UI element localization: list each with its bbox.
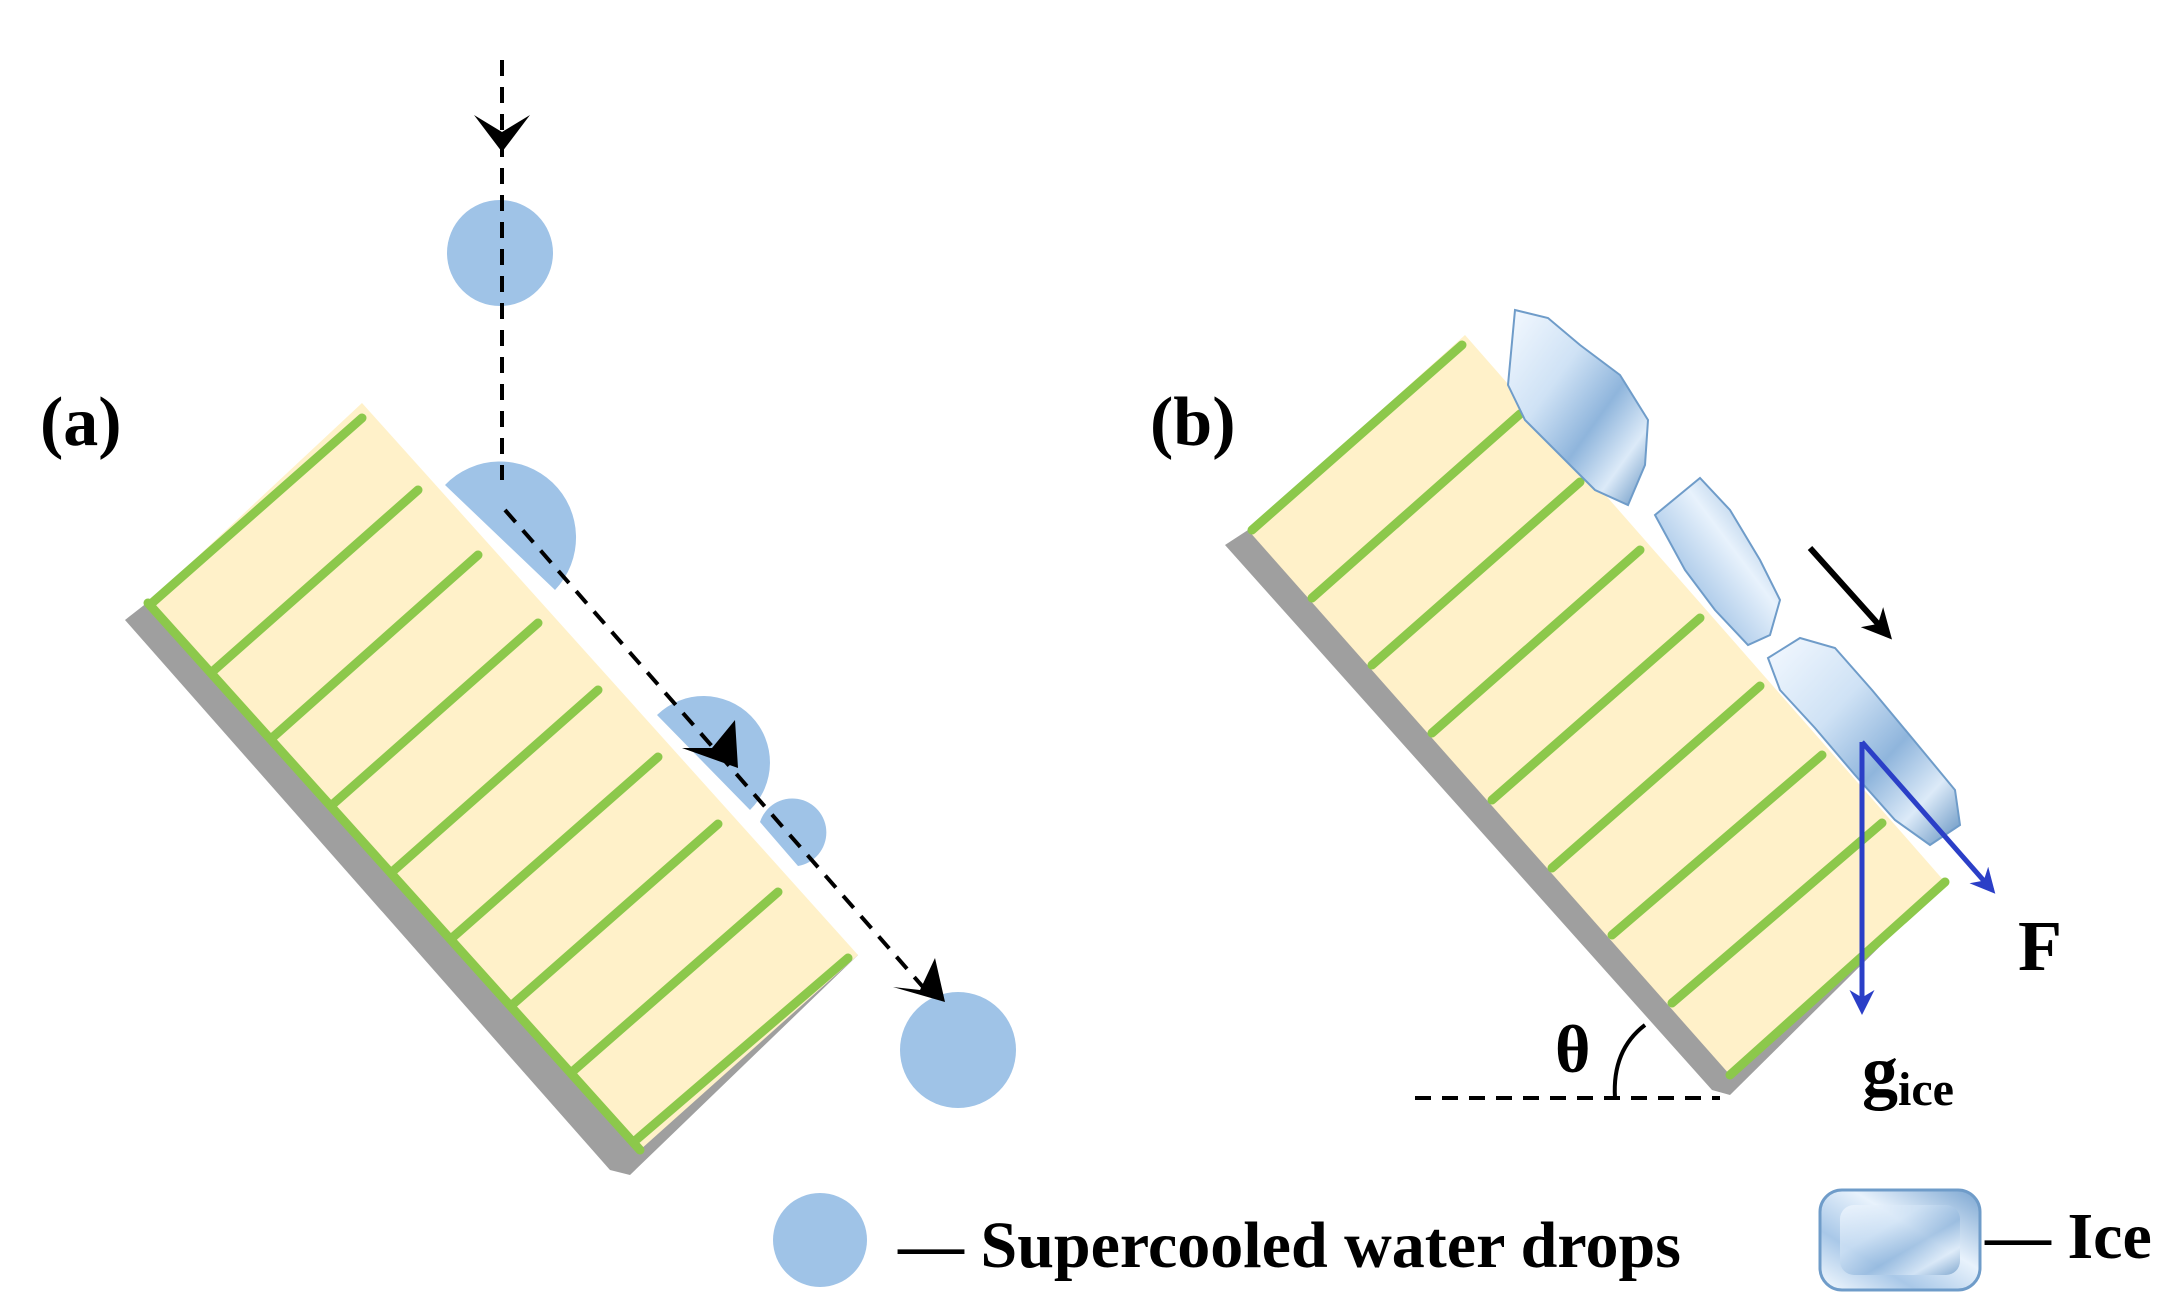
plate-b-stripes bbox=[1247, 340, 1950, 1080]
force-f-label: F bbox=[2018, 906, 2062, 986]
legend: — Supercooled water drops — Ice bbox=[773, 1188, 2152, 1292]
water-drop-icon bbox=[445, 461, 577, 590]
ice-block-icon bbox=[1653, 476, 1782, 647]
force-f-arrow bbox=[1860, 740, 1996, 894]
panel-b-label: (b) bbox=[1150, 384, 1236, 461]
ice-block-icon bbox=[1818, 1188, 1982, 1292]
legend-water-label: — Supercooled water drops bbox=[897, 1209, 1681, 1282]
water-drop-icon bbox=[760, 798, 827, 866]
trajectory-a-heads bbox=[474, 115, 945, 1002]
force-arrows bbox=[1849, 740, 1996, 1015]
panel-a: (a) bbox=[40, 60, 1016, 1175]
panel-b: (b) F gice bbox=[1150, 308, 2062, 1116]
slide-direction-arrow bbox=[1807, 545, 1893, 640]
legend-ice-label: — Ice bbox=[1984, 1200, 2152, 1273]
force-g-label: gice bbox=[1862, 1031, 1954, 1116]
water-drop-icon bbox=[773, 1193, 867, 1287]
panel-a-label: (a) bbox=[40, 384, 122, 461]
trajectory-a bbox=[500, 60, 932, 997]
arrowhead-icon bbox=[893, 958, 945, 1002]
angle-label: θ bbox=[1555, 1011, 1591, 1087]
arrowhead-icon bbox=[474, 115, 530, 152]
angle-arc bbox=[1612, 1023, 1647, 1099]
water-drops-a bbox=[445, 200, 1016, 1108]
arrowhead-icon bbox=[682, 720, 738, 768]
ice-block-icon bbox=[1506, 308, 1650, 507]
water-drop-icon bbox=[900, 992, 1016, 1108]
plate-a-stripes bbox=[143, 413, 853, 1155]
